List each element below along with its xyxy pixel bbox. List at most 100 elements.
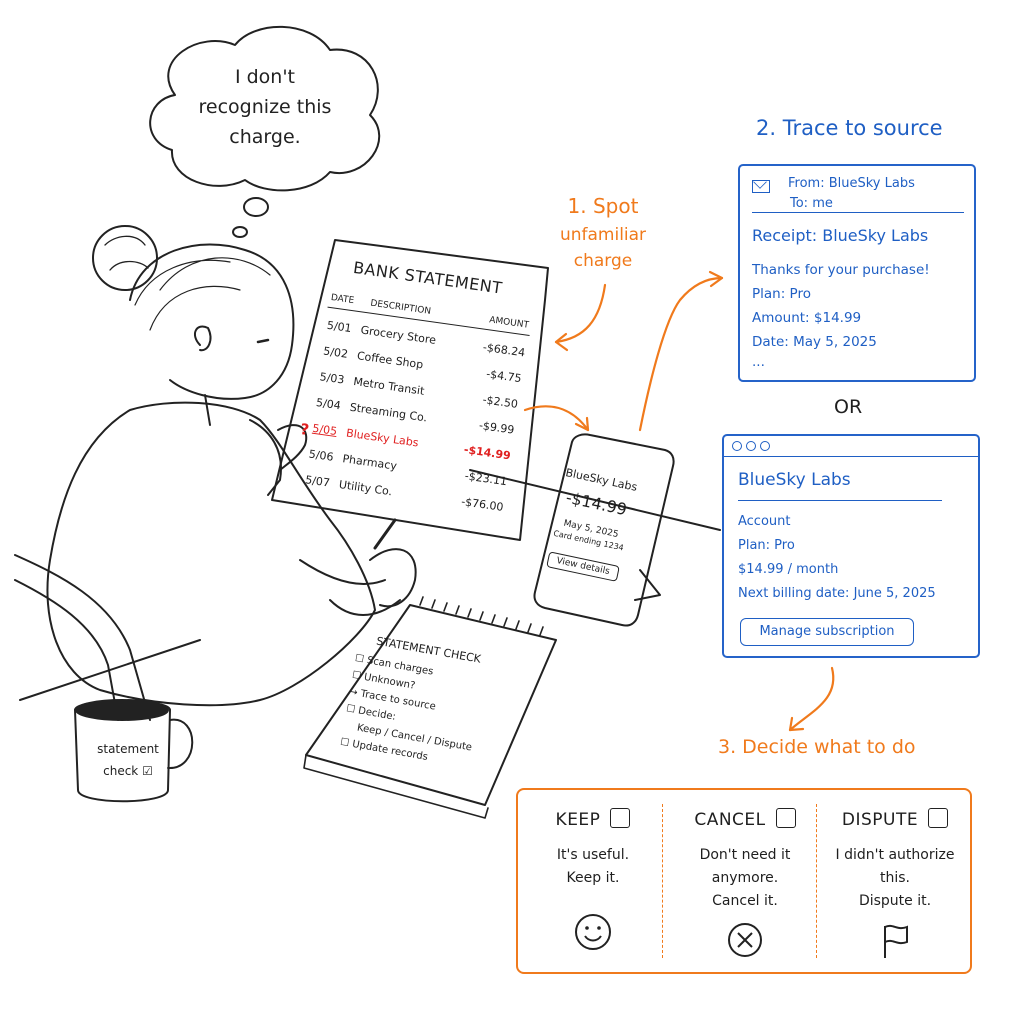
cancel-x-icon bbox=[728, 923, 762, 957]
account-line: $14.99 / month bbox=[738, 562, 839, 577]
row-amount: -$68.24 bbox=[482, 340, 526, 360]
neck bbox=[204, 394, 211, 426]
head bbox=[129, 243, 295, 400]
phone-stand bbox=[634, 569, 661, 601]
or-label: OR bbox=[834, 396, 863, 418]
decision-panel: KEEP It's useful. Keep it. CANCEL Don't … bbox=[516, 788, 972, 974]
row-date: 5/04 bbox=[315, 395, 342, 413]
email-divider bbox=[752, 212, 964, 213]
ear bbox=[193, 325, 212, 352]
keep-line: Keep it. bbox=[566, 870, 620, 886]
email-line: Plan: Pro bbox=[752, 286, 811, 302]
pen bbox=[373, 518, 397, 550]
thought-line: I don't bbox=[234, 66, 296, 88]
thought-cloud bbox=[149, 25, 381, 192]
row-date: 5/01 bbox=[326, 318, 353, 336]
row-amount: -$14.99 bbox=[463, 443, 512, 463]
email-body: Thanks for your purchase! Plan: Pro Amou… bbox=[752, 258, 930, 370]
cancel-line: Cancel it. bbox=[712, 893, 778, 909]
window-titlebar bbox=[724, 436, 978, 457]
notebook-back bbox=[303, 754, 489, 819]
checkbox-checked-icon: ☑ bbox=[142, 764, 153, 778]
account-line: Account bbox=[738, 514, 791, 529]
keep-line: It's useful. bbox=[556, 847, 630, 863]
notebook-page bbox=[305, 604, 557, 806]
dispute-label: DISPUTE bbox=[841, 810, 919, 830]
window-dot-icon bbox=[732, 441, 742, 451]
column-divider bbox=[816, 804, 817, 958]
keep-checkbox[interactable] bbox=[610, 808, 631, 828]
cancel-checkbox[interactable] bbox=[775, 808, 796, 828]
mug-label-line: statement bbox=[97, 742, 159, 756]
account-details: Account Plan: Pro $14.99 / month Next bi… bbox=[738, 510, 936, 606]
cancel-line: Don't need it bbox=[699, 847, 791, 863]
email-line: Thanks for your purchase! bbox=[752, 262, 930, 278]
coffee bbox=[75, 699, 169, 721]
email-to: To: me bbox=[790, 196, 833, 211]
arrow-account-to-decide bbox=[788, 666, 835, 732]
row-description: Pharmacy bbox=[341, 452, 398, 473]
step1-label: 1. Spot unfamiliar charge bbox=[548, 190, 658, 274]
email-line: Amount: $14.99 bbox=[752, 310, 862, 326]
step1-line: 1. Spot bbox=[567, 194, 639, 218]
email-line: Date: May 5, 2025 bbox=[752, 334, 877, 350]
thought-line: recognize this bbox=[198, 96, 332, 118]
row-description: Utility Co. bbox=[338, 477, 393, 499]
row-date: 5/03 bbox=[318, 370, 346, 387]
statement-header-date: DATE bbox=[330, 293, 355, 307]
row-amount: -$76.00 bbox=[460, 495, 505, 514]
flag-icon bbox=[884, 924, 908, 958]
cancel-line: anymore. bbox=[711, 870, 779, 886]
account-line: Next billing date: June 5, 2025 bbox=[738, 586, 936, 601]
desk-edge bbox=[19, 469, 721, 701]
thought-text: I don't recognize this charge. bbox=[190, 62, 340, 152]
envelope-icon bbox=[752, 180, 770, 193]
thought-line: charge. bbox=[229, 126, 301, 148]
hair-strands bbox=[134, 257, 271, 331]
hand-left bbox=[277, 424, 308, 471]
row-amount: -$4.75 bbox=[485, 367, 523, 386]
row-date: 5/07 bbox=[304, 473, 331, 490]
statement-title: BANK STATEMENT bbox=[352, 257, 504, 298]
dispute-option[interactable]: DISPUTE I didn't authorize this. Dispute… bbox=[820, 790, 970, 972]
dispute-checkbox[interactable] bbox=[928, 808, 949, 828]
dispute-line: this. bbox=[880, 870, 910, 886]
dispute-line: I didn't authorize bbox=[835, 847, 955, 863]
step3-label: 3. Decide what to do bbox=[718, 736, 916, 758]
manage-subscription-button[interactable]: Manage subscription bbox=[740, 618, 914, 646]
keep-option[interactable]: KEEP It's useful. Keep it. bbox=[518, 790, 668, 972]
eye bbox=[256, 338, 270, 344]
window-dot-icon bbox=[760, 441, 770, 451]
email-subject: Receipt: BlueSky Labs bbox=[752, 226, 929, 245]
thought-dot-small bbox=[232, 226, 248, 238]
account-divider bbox=[738, 500, 942, 501]
email-from: From: BlueSky Labs bbox=[788, 176, 915, 191]
column-divider bbox=[662, 804, 663, 958]
email-line: ... bbox=[752, 354, 765, 370]
statement-paper bbox=[271, 239, 549, 541]
mug-label-line: check bbox=[103, 764, 139, 778]
row-date: 5/06 bbox=[308, 447, 335, 464]
row-amount: -$9.99 bbox=[478, 418, 516, 437]
cancel-option[interactable]: CANCEL Don't need it anymore. Cancel it. bbox=[670, 790, 820, 972]
account-window: BlueSky Labs Account Plan: Pro $14.99 / … bbox=[722, 434, 980, 658]
statement-header-amount: AMOUNT bbox=[488, 315, 530, 331]
smiley-icon bbox=[575, 914, 611, 950]
mug-label: statement check ☑ bbox=[88, 738, 168, 782]
arrow-phone-to-email bbox=[638, 276, 724, 432]
arrow-step1-to-statement bbox=[554, 283, 607, 344]
row-date: 5/05 bbox=[311, 421, 338, 439]
torso bbox=[46, 401, 376, 707]
notebook-spiral bbox=[419, 596, 544, 636]
window-dot-icon bbox=[746, 441, 756, 451]
row-date: 5/02 bbox=[322, 344, 349, 361]
step2-label: 2. Trace to source bbox=[756, 116, 943, 140]
thought-dot-large bbox=[243, 197, 269, 217]
chair bbox=[14, 554, 151, 721]
row-amount: -$23.11 bbox=[464, 469, 508, 489]
bank-statement: BANK STATEMENT DATE DESCRIPTION AMOUNT 5… bbox=[258, 230, 559, 564]
account-line: Plan: Pro bbox=[738, 538, 795, 553]
dispute-line: Dispute it. bbox=[858, 893, 932, 909]
account-merchant-name: BlueSky Labs bbox=[738, 470, 851, 490]
